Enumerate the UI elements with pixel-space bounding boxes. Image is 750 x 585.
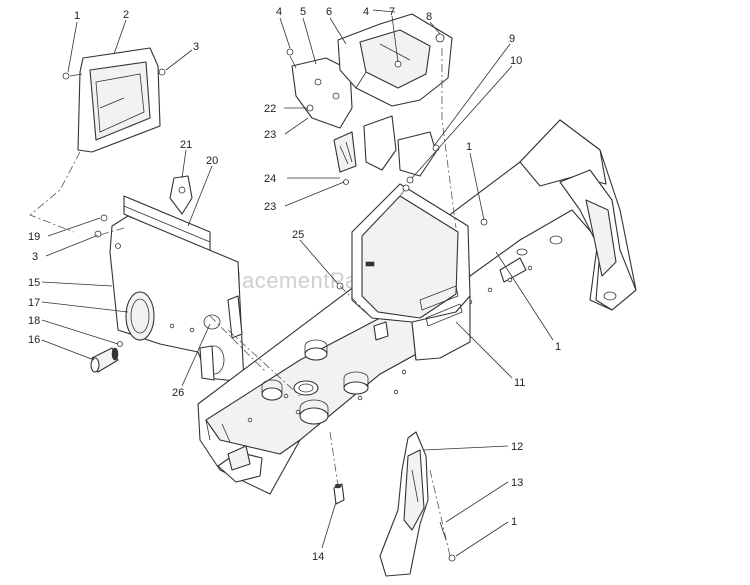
callout-3: 3: [32, 251, 38, 263]
left-side-panel: [94, 214, 245, 383]
callout-21: 21: [180, 139, 192, 151]
callout-5: 5: [300, 6, 306, 18]
frame-mounting-bosses: [261, 321, 389, 425]
callout-7: 7: [389, 6, 395, 18]
side-access-panel: [62, 47, 166, 153]
callout-6: 6: [326, 6, 332, 18]
callout-17: 17: [28, 297, 40, 309]
rear-cross-bar: [123, 175, 211, 253]
callout-16: 16: [28, 334, 40, 346]
callout-3: 3: [193, 41, 199, 53]
right-lower-panel: [379, 431, 456, 577]
callout-12: 12: [511, 441, 523, 453]
callout-14: 14: [312, 551, 324, 563]
callout-15: 15: [28, 277, 40, 289]
upper-bracket-assembly: [286, 13, 453, 129]
callout-1: 1: [511, 516, 517, 528]
callout-19: 19: [28, 231, 40, 243]
callout-4: 4: [363, 6, 369, 18]
callout-26: 26: [172, 387, 184, 399]
callout-2: 2: [123, 9, 129, 21]
callout-1: 1: [555, 341, 561, 353]
callout-13: 13: [511, 477, 523, 489]
callout-4: 4: [276, 6, 282, 18]
callout-10: 10: [510, 55, 522, 67]
callout-11: 11: [514, 377, 525, 389]
callout-9: 9: [509, 33, 515, 45]
callout-25: 25: [292, 229, 304, 241]
callout-23: 23: [264, 129, 276, 141]
callout-22: 22: [264, 103, 276, 115]
control-knob: [90, 347, 119, 373]
bolt-14: [333, 483, 345, 505]
callout-18: 18: [28, 315, 40, 327]
callout-labels: 1 2 3 4 5 6 4 7 8 9 10 22 23 21 20 24 23…: [28, 6, 561, 563]
callout-23: 23: [264, 201, 276, 213]
callout-24: 24: [264, 173, 276, 185]
callout-20: 20: [206, 155, 218, 167]
center-enclosure: [336, 183, 488, 361]
callout-1: 1: [466, 141, 472, 153]
mounting-bracket-group: [306, 104, 440, 185]
callout-1: 1: [74, 10, 80, 22]
callout-8: 8: [426, 11, 432, 23]
leader-lines: [41, 9, 554, 557]
